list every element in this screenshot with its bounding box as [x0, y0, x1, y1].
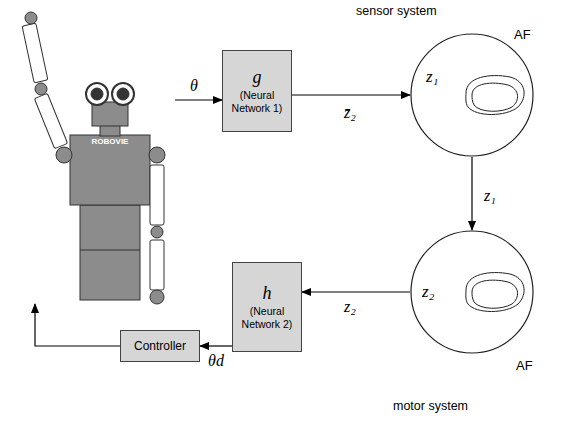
signal-label: z̄₂ — [343, 104, 357, 122]
box-text: Controller — [134, 339, 186, 353]
signal-arrow — [471, 157, 472, 230]
feature-map-circle: z₂AF — [410, 230, 534, 354]
system-label: sensor system — [356, 4, 437, 18]
vector-label: z₂ — [422, 282, 435, 302]
map-label: AF — [516, 358, 533, 373]
signal-arrow — [302, 291, 410, 292]
signal-label: θ — [189, 77, 199, 95]
vector-label: z₁ — [426, 67, 439, 87]
box-text: (Neural Network 1) — [227, 89, 287, 115]
feature-circle — [410, 33, 534, 157]
signal-arrow — [200, 345, 232, 346]
signal-label: z₁ — [483, 187, 497, 205]
signal-arrow — [292, 94, 410, 95]
system-label: motor system — [393, 399, 468, 413]
robot-illustration — [20, 8, 175, 308]
box-text: (Neural Network 2) — [237, 305, 297, 331]
signal-label: θd — [207, 352, 225, 370]
network-box: h(Neural Network 2) — [232, 262, 302, 352]
controller-box: Controller — [120, 330, 200, 362]
function-symbol: g — [253, 67, 262, 89]
robot-figure: ROBOVIE — [20, 8, 175, 304]
signal-label: z₂ — [343, 298, 357, 316]
map-label: AF — [514, 27, 531, 42]
function-symbol: h — [263, 283, 272, 305]
signal-arrow — [175, 99, 222, 100]
network-box: g(Neural Network 1) — [222, 50, 292, 132]
feature-map-circle: z₁AF — [410, 33, 534, 157]
chest-label: ROBOVIE — [70, 137, 150, 146]
signal-arrow — [35, 304, 120, 346]
